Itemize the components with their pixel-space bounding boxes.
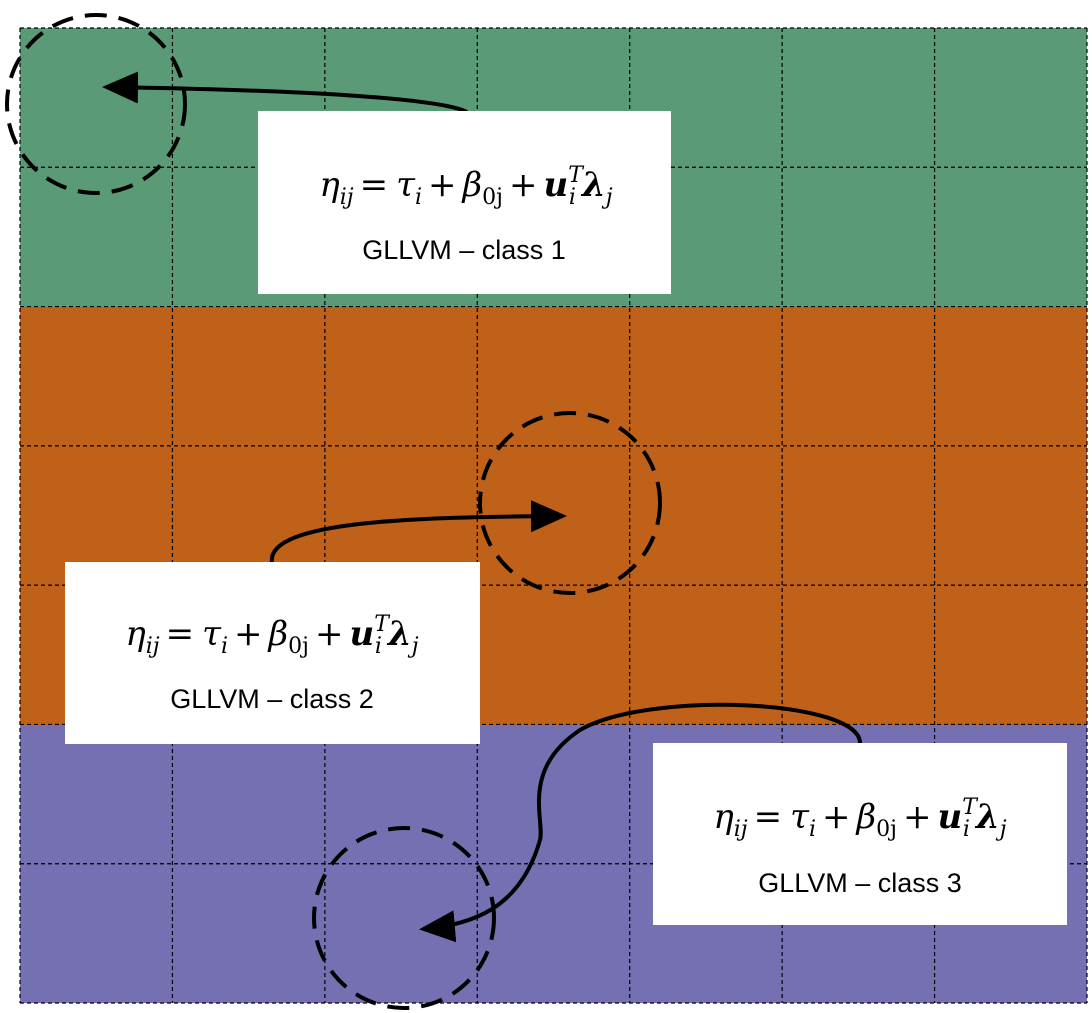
class-3-label: GLLVM – class 3 <box>758 868 962 898</box>
class-1-highlight-circle <box>5 13 187 195</box>
class-3-highlight-circle <box>312 826 496 1010</box>
class-1-label: GLLVM – class 1 <box>362 235 566 265</box>
class-2-label: GLLVM – class 2 <box>170 684 374 714</box>
class-2-arrow <box>269 500 567 564</box>
class-3-arrow <box>419 702 862 943</box>
class-1-arrow <box>102 71 468 114</box>
class-2-highlight-circle <box>478 411 662 595</box>
